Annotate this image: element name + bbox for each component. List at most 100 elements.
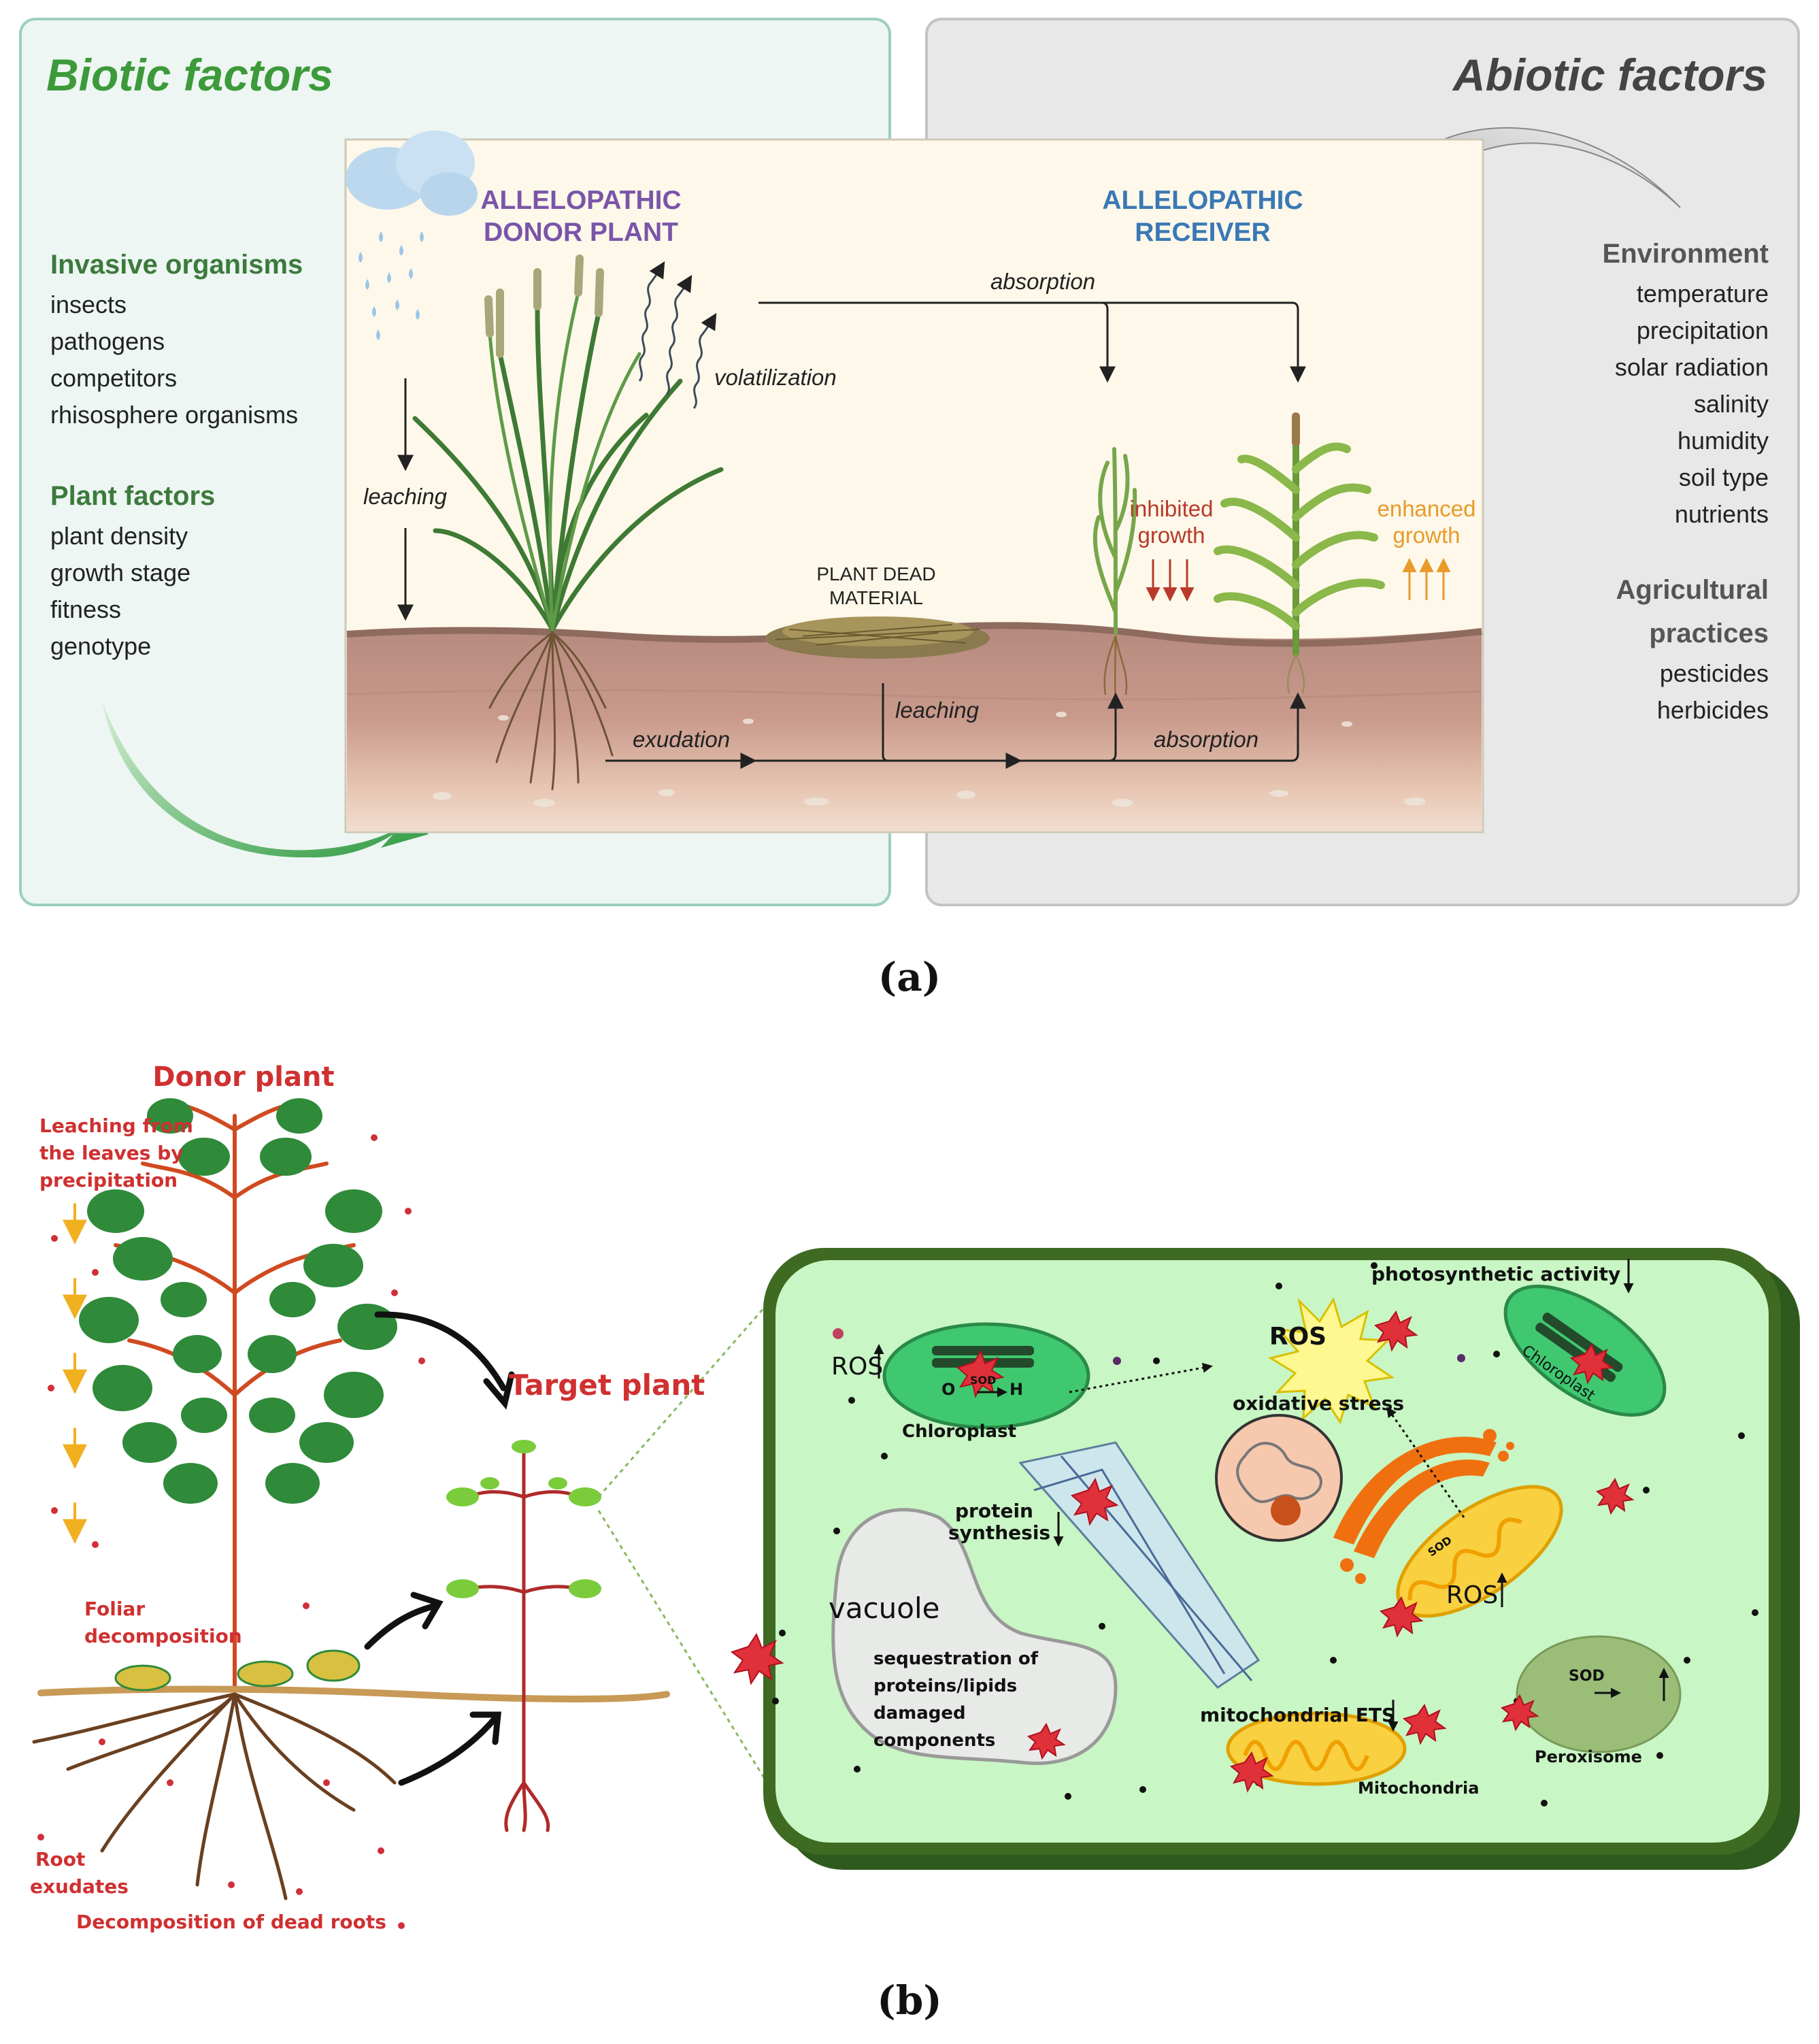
biotic-title: Biotic factors xyxy=(46,50,333,100)
volatilization-label: volatilization xyxy=(714,365,837,390)
soil-pebbles xyxy=(433,712,1426,807)
inhibited-label-2: growth xyxy=(1137,523,1205,548)
h2o2-left-label: H xyxy=(1009,1380,1023,1399)
receiver-title: ALLELOPATHIC xyxy=(1102,186,1303,215)
o2-left-label: O xyxy=(941,1380,955,1399)
soil xyxy=(347,625,1482,831)
donor-title: ALLELOPATHIC xyxy=(480,186,681,215)
list-item: temperature xyxy=(1637,280,1769,308)
enhanced-label-2: growth xyxy=(1392,523,1460,548)
agricultural-heading: Agricultural xyxy=(1616,575,1769,605)
foliar-label: Foliar xyxy=(84,1598,145,1620)
volatilization-arrows xyxy=(638,261,717,409)
leaching-label-3: precipitation xyxy=(39,1169,178,1191)
dead-material-label: PLANT DEAD xyxy=(816,563,935,584)
foliar-label-2: decomposition xyxy=(84,1625,242,1647)
scene-labels: ALLELOPATHIC DONOR PLANT ALLELOPATHIC RE… xyxy=(363,186,1475,752)
chloroplast-left-label: Chloroplast xyxy=(902,1421,1016,1442)
leaching-label: Leaching from xyxy=(39,1115,193,1137)
absorption-top-label: absorption xyxy=(990,269,1095,294)
protein-label: protein xyxy=(955,1500,1033,1522)
ros-starburst-icon xyxy=(1268,1297,1395,1425)
leaching-label-2: the leaves by xyxy=(39,1142,184,1164)
sod-perox-label: SOD xyxy=(1569,1668,1605,1685)
inhibited-arrows xyxy=(1146,559,1195,602)
soil-layer-line xyxy=(346,689,1482,701)
scene-arrows xyxy=(397,301,1306,769)
leaching-soil-label: leaching xyxy=(895,697,980,723)
ros-center-label: ROS xyxy=(1269,1323,1326,1351)
caption-b: (b) xyxy=(877,1977,941,2024)
ros-mito-label: ROS xyxy=(1446,1581,1498,1609)
absorption-top-line-2 xyxy=(1102,301,1306,383)
panel-b: Donor plant Leaching from the leaves by … xyxy=(30,1061,1800,2024)
list-item: herbicides xyxy=(1657,696,1769,724)
plant-dead-material-icon xyxy=(765,616,990,659)
sod-left-label: SOD xyxy=(970,1374,996,1387)
ros-splat-icons xyxy=(730,1310,1635,1793)
mitochondria-label: Mitochondria xyxy=(1358,1779,1479,1798)
root-exudates-label: Root xyxy=(35,1848,85,1870)
sequestration-label: sequestration of xyxy=(873,1649,1039,1669)
list-item: soil type xyxy=(1679,463,1769,491)
list-item: solar radiation xyxy=(1615,353,1769,381)
rain-cloud-icon xyxy=(346,131,478,340)
donor-plant-drawing-icon xyxy=(32,1098,670,1929)
list-item: pathogens xyxy=(50,327,165,355)
list-item: pesticides xyxy=(1660,659,1769,687)
list-item: salinity xyxy=(1694,390,1769,418)
panel-b-labels: Donor plant Leaching from the leaves by … xyxy=(30,1061,705,1933)
target-plant-icon xyxy=(446,1440,601,1832)
root-exudates-label-2: exudates xyxy=(30,1875,129,1898)
enhanced-label: enhanced xyxy=(1378,496,1476,521)
target-plant-title: Target plant xyxy=(509,1368,705,1402)
inhibited-receiver-plant-icon xyxy=(1092,447,1137,702)
plant-cell: photosynthetic activity ROS oxidative st… xyxy=(730,1248,1800,1870)
list-item: insects xyxy=(50,291,127,318)
oxidative-stress-label: oxidative stress xyxy=(1233,1392,1404,1415)
leaching-left-label: leaching xyxy=(363,484,448,509)
protein-label-2: synthesis xyxy=(948,1521,1050,1544)
inhibited-label: inhibited xyxy=(1130,496,1214,521)
donor-plant-icon xyxy=(412,254,724,791)
vacuole xyxy=(831,1508,1118,1765)
ros-left-label: ROS xyxy=(831,1353,883,1381)
agricultural-heading-2: practices xyxy=(1649,619,1769,648)
list-item: nutrients xyxy=(1675,500,1769,528)
enhanced-receiver-plant-icon xyxy=(1214,412,1385,694)
sequestration-label-3: damaged xyxy=(873,1703,966,1724)
abiotic-title: Abiotic factors xyxy=(1452,50,1767,100)
photosynthetic-label: photosynthetic activity xyxy=(1371,1263,1620,1285)
absorption-to-enhanced xyxy=(1109,692,1306,762)
cell-arrows xyxy=(873,1259,1669,1732)
biotic-list: Invasive organisms insects pathogens com… xyxy=(50,250,303,660)
dead-material-label-2: MATERIAL xyxy=(829,587,923,608)
environment-heading: Environment xyxy=(1603,239,1769,269)
invasive-heading: Invasive organisms xyxy=(50,250,303,280)
leaching-soil-line xyxy=(882,683,889,762)
list-item: competitors xyxy=(50,364,177,392)
dead-roots-label: Decomposition of dead roots xyxy=(76,1911,386,1933)
list-item: genotype xyxy=(50,632,151,660)
mito-ets-label: mitochondrial ETS xyxy=(1200,1704,1395,1726)
panel-a: Biotic factors Abiotic factors Invasive … xyxy=(19,18,1800,1000)
donor-plant-title: Donor plant xyxy=(152,1061,334,1093)
receiver-title-2: RECEIVER xyxy=(1135,218,1270,247)
peroxisome-label: Peroxisome xyxy=(1535,1747,1642,1766)
caption-a: (a) xyxy=(878,954,941,1000)
list-item: plant density xyxy=(50,522,188,550)
peroxisome xyxy=(1516,1635,1682,1753)
sequestration-label-4: components xyxy=(873,1730,995,1751)
list-item: fitness xyxy=(50,595,121,623)
donor-title-2: DONOR PLANT xyxy=(484,218,678,247)
list-item: precipitation xyxy=(1637,316,1769,344)
nucleus xyxy=(1215,1414,1343,1542)
plant-factors-heading: Plant factors xyxy=(50,481,215,511)
cell-labels: photosynthetic activity ROS oxidative st… xyxy=(829,1263,1642,1798)
golgi-icon xyxy=(1333,1429,1514,1584)
to-target-arrows xyxy=(364,1311,515,1786)
exudation-label: exudation xyxy=(633,727,730,752)
list-item: rhisosphere organisms xyxy=(50,401,298,429)
vacuole-label: vacuole xyxy=(829,1592,940,1625)
